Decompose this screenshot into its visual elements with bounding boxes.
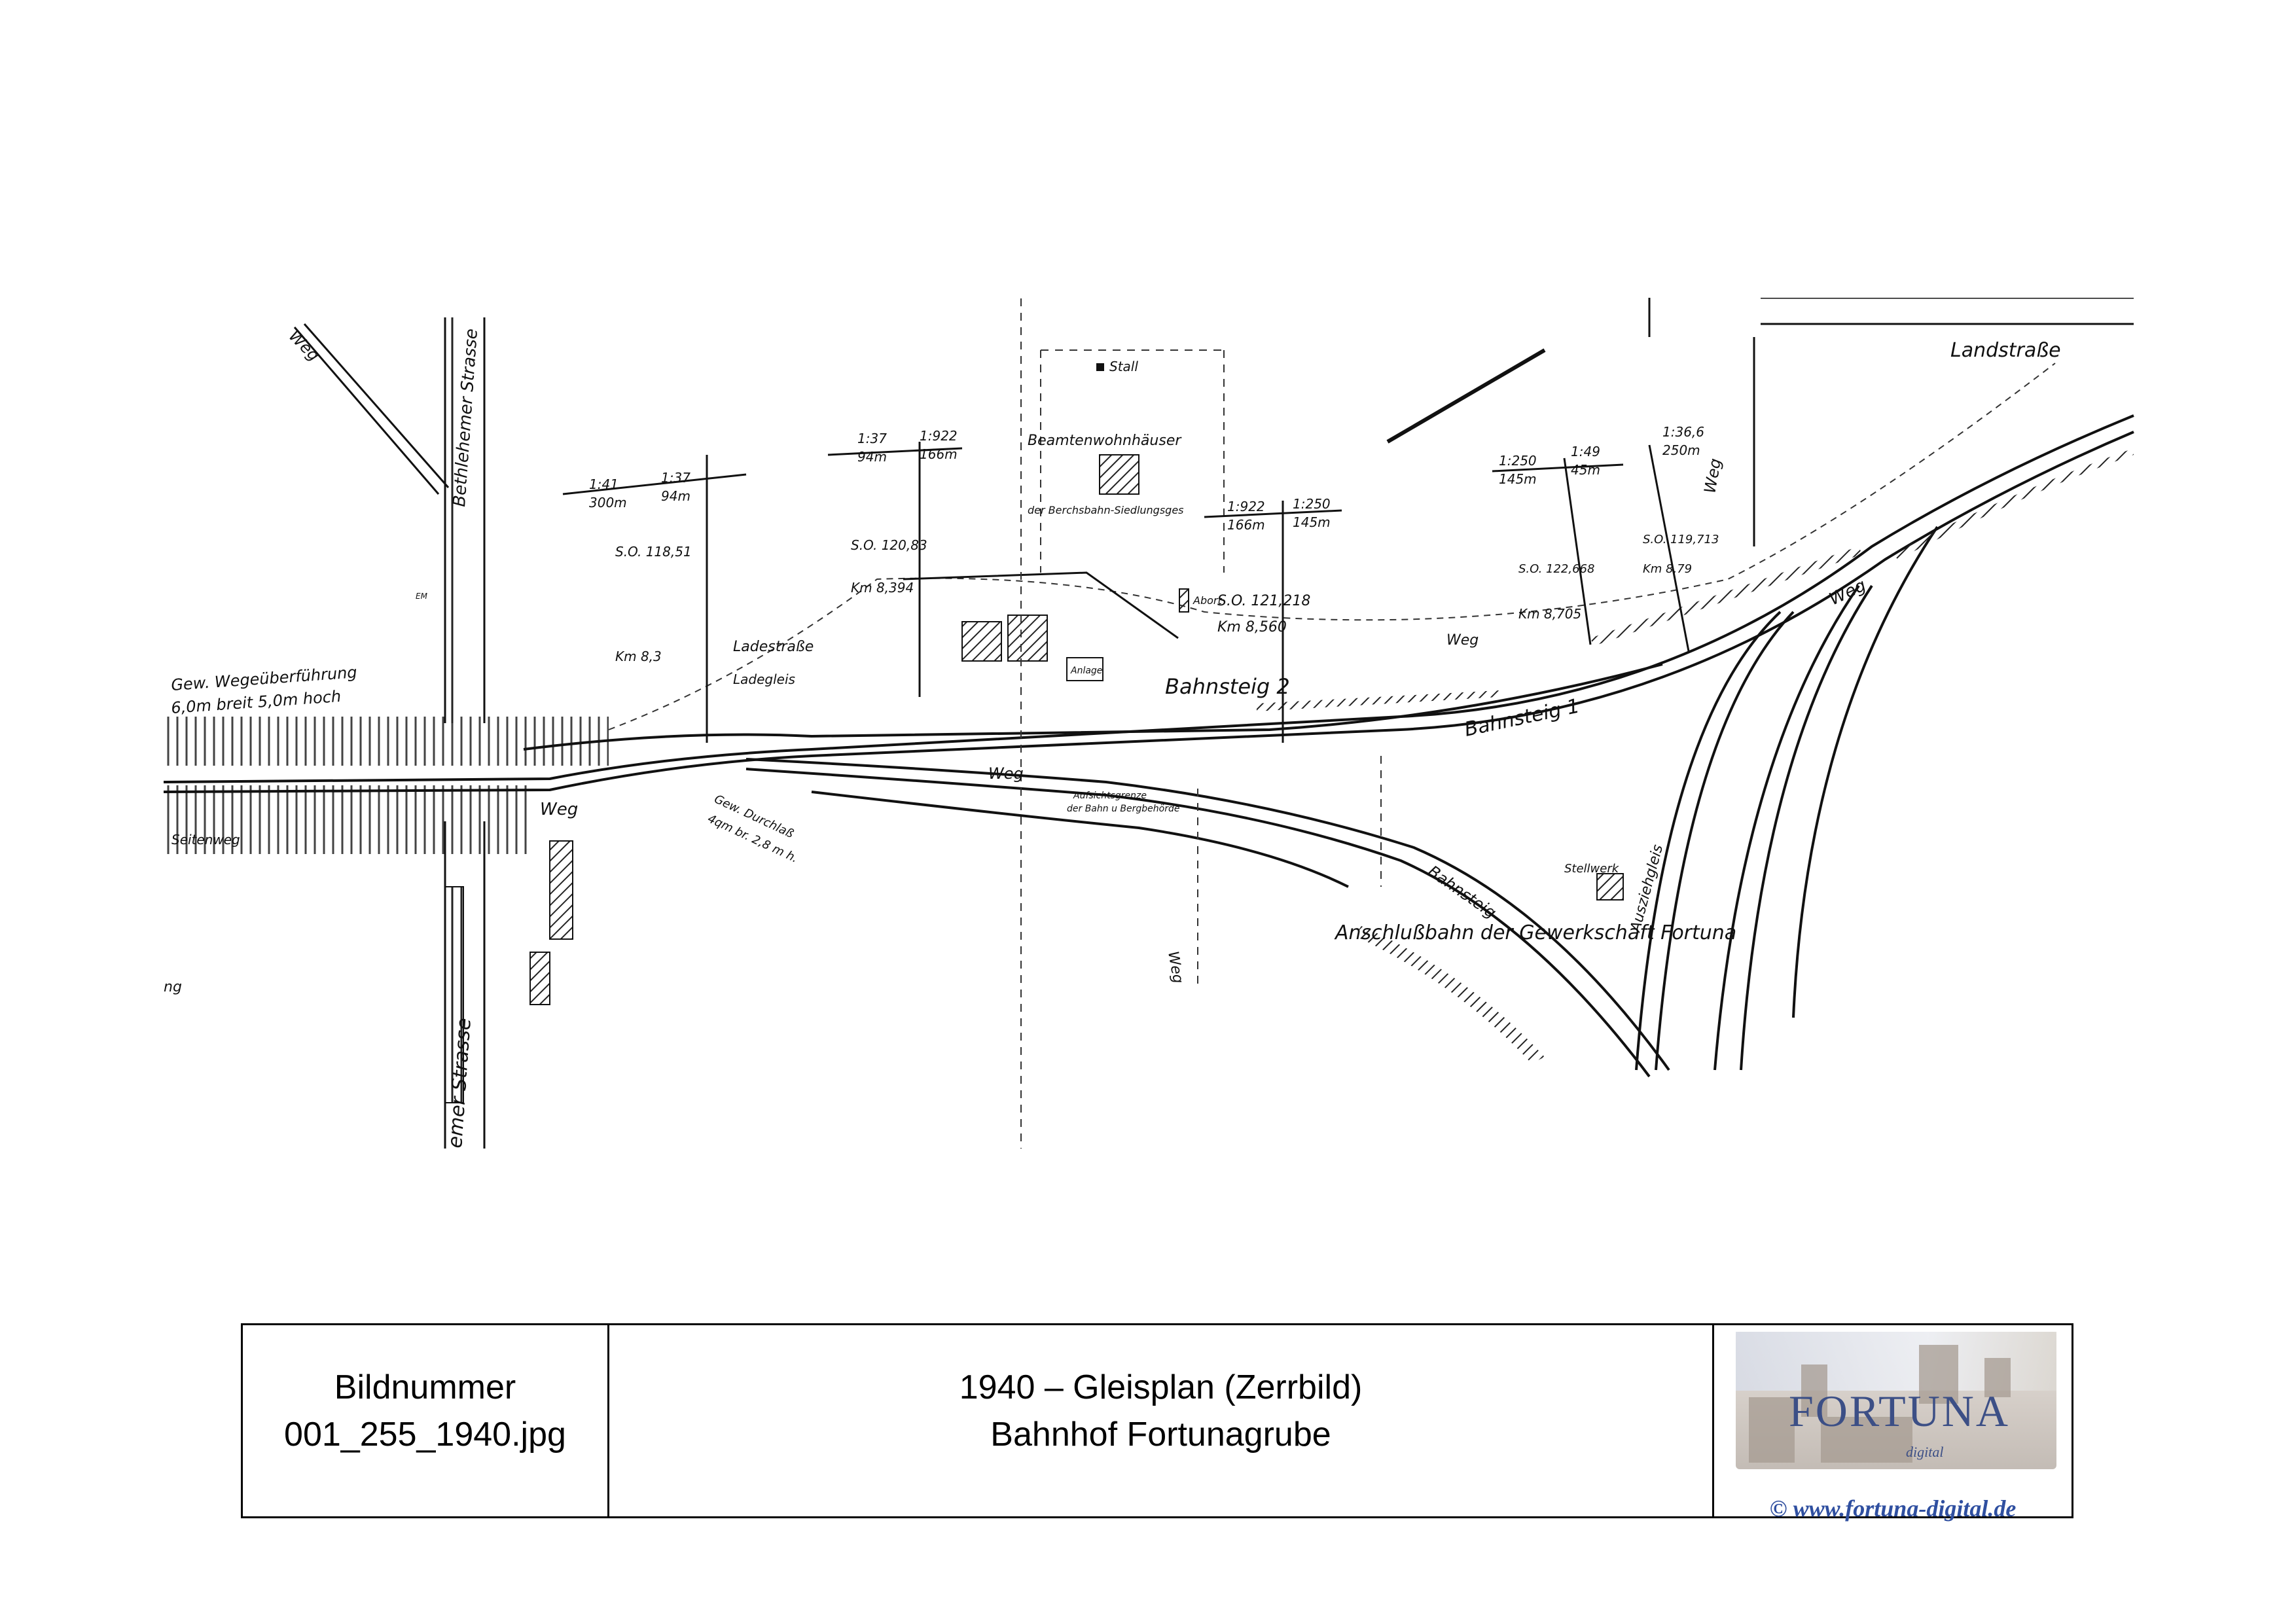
track-plan-map: Landstraße Bethlehemer Strasse emer Stra… (157, 298, 2147, 1149)
building-strip-left (444, 886, 464, 1103)
station-yard-outline (903, 571, 1179, 639)
image-number-cell: Bildnummer 001_255_1940.jpg (243, 1325, 609, 1516)
so2: S.O. 120,83 (851, 537, 927, 553)
embankment-upper (164, 717, 609, 766)
title-cell: 1940 – Gleisplan (Zerrbild) Bahnhof Fort… (609, 1325, 1714, 1516)
grade3-ratio: 1:37 (857, 431, 887, 446)
label-anlage: Anlage (1070, 666, 1102, 676)
upper-boundary (608, 363, 2056, 730)
label-weg-left: Weg (540, 800, 578, 819)
grade6-ratio: 1:250 (1293, 496, 1331, 512)
station-building-1 (961, 621, 1002, 662)
grade9-len: 250m (1662, 442, 1700, 458)
stellwerk-building (1596, 873, 1624, 901)
label-ng: ng (164, 979, 182, 995)
grade7-len: 145m (1499, 471, 1537, 487)
so1: S.O. 118,51 (615, 544, 692, 560)
image-number-label: Bildnummer (334, 1368, 516, 1406)
title-line-1: 1940 – Gleisplan (Zerrbild) (959, 1368, 1363, 1406)
label-landstrasse: Landstraße (1950, 339, 2061, 362)
label-em: EM (416, 592, 428, 601)
track-plan-drawing: Landstraße Bethlehemer Strasse emer Stra… (163, 298, 2134, 1149)
so4: S.O. 122,668 (1518, 562, 1594, 576)
label-stall: Stall (1109, 359, 1138, 374)
label-anschluss: Anschlußbahn der Gewerkschaft Fortuna (1334, 921, 1736, 944)
right-platform-edge (1590, 546, 1862, 646)
so3: S.O. 121,218 (1217, 593, 1310, 609)
building-bottom-2 (529, 952, 550, 1005)
website-link[interactable]: © www.fortuna-digital.de (1769, 1495, 2017, 1522)
label-aufsichts-2: der Bahn u Bergbehörde (1067, 804, 1179, 814)
label-stellwerk: Stellwerk (1564, 862, 1620, 876)
landstrasse-road (1648, 298, 2134, 546)
label-weg-mid: Weg (988, 764, 1024, 783)
grade2-len: 94m (661, 488, 691, 504)
embankment-lower (164, 785, 530, 854)
label-weg-topleft: Weg (285, 327, 323, 365)
km1: Km 8,3 (615, 649, 662, 664)
logo-subtitle: digital (1906, 1444, 1944, 1460)
abort-building (1179, 588, 1189, 613)
station-building-2 (1007, 615, 1048, 662)
grade5-ratio: 1:922 (1227, 499, 1265, 514)
anlage-box (1066, 657, 1103, 681)
grade7-ratio: 1:250 (1499, 453, 1537, 469)
grade1-len: 300m (589, 495, 627, 510)
weg-diagonal (293, 323, 450, 495)
label-bahnsteig2: Bahnsteig 2 (1165, 674, 1290, 699)
grade6-len: 145m (1293, 514, 1331, 530)
title-line-2: Bahnhof Fortunagrube (990, 1416, 1331, 1454)
km4: Km 8,705 (1518, 606, 1581, 622)
grade2-ratio: 1:37 (661, 470, 691, 486)
label-ladegleis: Ladegleis (733, 671, 795, 687)
grade4-ratio: 1:922 (920, 428, 958, 444)
grade9-ratio: 1:36,6 (1662, 424, 1704, 440)
grade3-len: 94m (857, 449, 887, 465)
beamtenwohnhaus-building (1099, 454, 1139, 495)
main-tracks (163, 414, 2134, 1078)
grade8-len: 45m (1571, 462, 1600, 478)
fortuna-digital-logo: FORTUNA digital (1723, 1325, 2063, 1516)
km3: Km 8,560 (1217, 619, 1287, 635)
platform-2-edge (1257, 690, 1499, 711)
building-bottom-1 (549, 840, 573, 940)
grade1-ratio: 1:41 (589, 476, 619, 492)
curved-platform-edge (1355, 926, 1545, 1063)
km5: Km 8,79 (1643, 562, 1692, 576)
label-weg-right-2: Weg (1700, 457, 1725, 495)
so5: S.O. 119,713 (1643, 533, 1719, 546)
label-ladestrasse: Ladestraße (733, 639, 814, 655)
km2: Km 8,394 (851, 580, 914, 596)
north-arrow (1386, 348, 1546, 444)
logo-cell: FORTUNA digital © www.fortuna-digital.de (1714, 1325, 2072, 1522)
boundary-dashes (1020, 298, 1382, 1149)
grade8-ratio: 1:49 (1571, 444, 1600, 459)
grade-markers (562, 442, 1690, 743)
label-weg-right-1: Weg (1446, 632, 1479, 649)
label-weg-vertical: Weg (1164, 950, 1186, 985)
label-aufsichts-1: Aufsichtsgrenze (1073, 791, 1147, 801)
image-number-value: 001_255_1940.jpg (284, 1416, 566, 1454)
caption-table: Bildnummer 001_255_1940.jpg 1940 – Gleis… (241, 1323, 2073, 1522)
grade4-len: 166m (920, 446, 958, 462)
label-abort: Abort (1193, 594, 1222, 607)
logo-wordmark: FORTUNA (1788, 1386, 2011, 1436)
grade5-len: 166m (1227, 517, 1265, 533)
label-siedlung: der Berchsbahn-Siedlungsges (1028, 504, 1184, 516)
label-seitenweg: Seitenweg (171, 832, 240, 847)
stall-marker (1096, 363, 1104, 371)
label-beamtenwohnhaeuser: Beamtenwohnhäuser (1028, 433, 1182, 449)
landstrasse-edge (1892, 448, 2134, 560)
